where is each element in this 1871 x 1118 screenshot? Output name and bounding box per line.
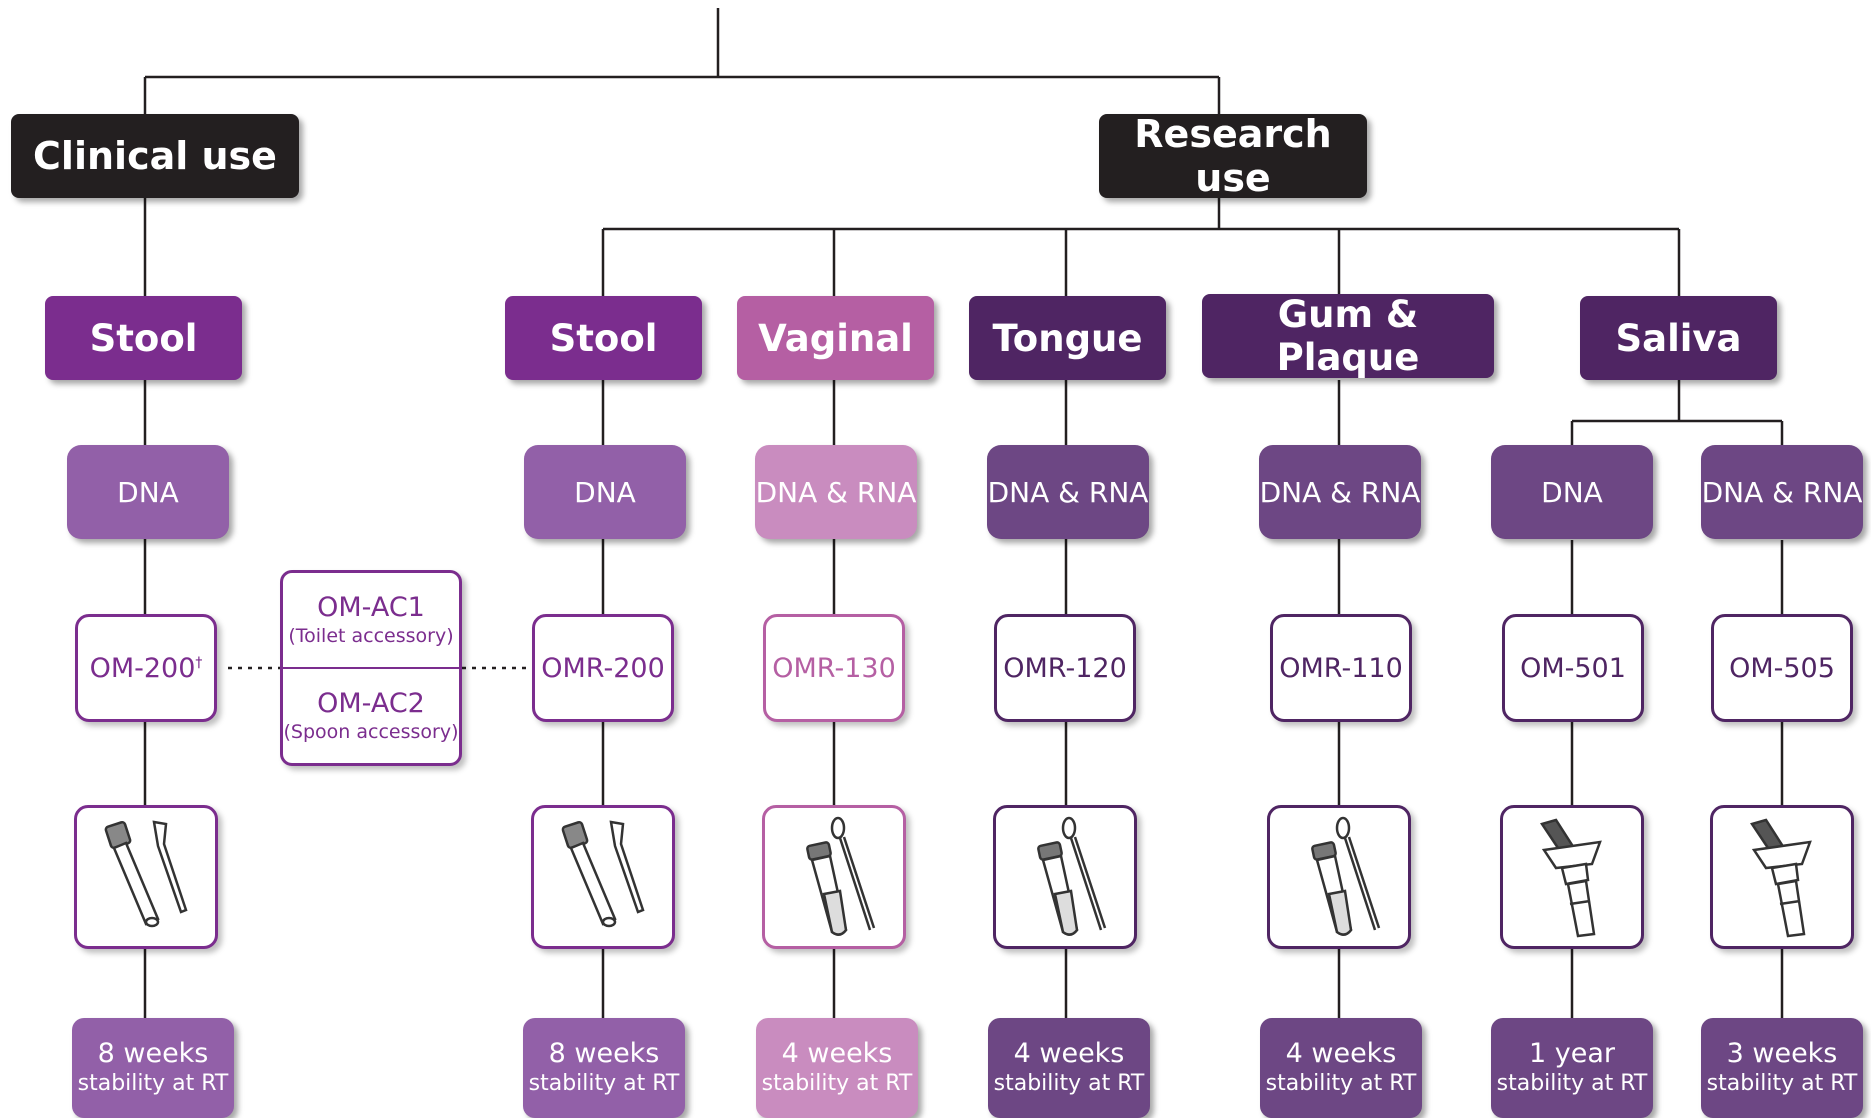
stool-tube-spatula-icon: [104, 820, 188, 928]
stability-note: stability at RT: [761, 1071, 913, 1096]
stability-note: stability at RT: [528, 1071, 680, 1096]
stability-duration: 3 weeks: [1726, 1038, 1838, 1069]
kit-omr-200: OMR-200: [532, 614, 674, 722]
accessory-ac2-code: OM-AC2: [317, 688, 425, 719]
device-saliva-dna-rna: [1710, 805, 1854, 949]
nucleic-saliva-dna: DNA: [1491, 445, 1653, 539]
nucleic-gum-plaque: DNA & RNA: [1259, 445, 1421, 539]
nucleic-saliva-dna-rna: DNA & RNA: [1701, 445, 1863, 539]
stability-duration: 8 weeks: [548, 1038, 660, 1069]
nucleic-vaginal: DNA & RNA: [755, 445, 917, 539]
stability-note: stability at RT: [1496, 1071, 1648, 1096]
kit-om-505: OM-505: [1711, 614, 1853, 722]
stool-tube-spatula-icon: [561, 820, 645, 928]
stability-research-stool: 8 weeks stability at RT: [523, 1018, 685, 1118]
category-research-stool: Stool: [505, 296, 702, 380]
stability-gum-plaque: 4 weeks stability at RT: [1260, 1018, 1422, 1118]
saliva-collector-icon: [1750, 818, 1812, 938]
saliva-collector-icon: [1540, 818, 1602, 938]
device-vaginal: [762, 805, 906, 949]
accessory-box: OM-AC1 (Toilet accessory) OM-AC2 (Spoon …: [280, 570, 462, 766]
research-use-header: Research use: [1099, 112, 1367, 200]
dagger-mark: †: [195, 654, 203, 671]
stability-saliva-dna-rna: 3 weeks stability at RT: [1701, 1018, 1863, 1118]
nucleic-tongue: DNA & RNA: [987, 445, 1149, 539]
kit-omr-110: OMR-110: [1270, 614, 1412, 722]
stability-duration: 1 year: [1529, 1038, 1615, 1069]
category-saliva: Saliva: [1580, 296, 1777, 380]
stability-tongue: 4 weeks stability at RT: [988, 1018, 1150, 1118]
accessory-ac2-note: (Spoon accessory): [283, 721, 459, 743]
stability-duration: 4 weeks: [781, 1038, 893, 1069]
stability-note: stability at RT: [1706, 1071, 1858, 1096]
swab-tube-icon: [1311, 816, 1381, 936]
kit-omr-120: OMR-120: [994, 614, 1136, 722]
stability-vaginal: 4 weeks stability at RT: [756, 1018, 918, 1118]
stability-duration: 8 weeks: [97, 1038, 209, 1069]
stability-saliva-dna: 1 year stability at RT: [1491, 1018, 1653, 1118]
accessory-divider: [283, 667, 459, 669]
swab-tube-icon: [1037, 816, 1107, 936]
stability-duration: 4 weeks: [1285, 1038, 1397, 1069]
stability-duration: 4 weeks: [1013, 1038, 1125, 1069]
category-gum-plaque: Gum & Plaque: [1202, 293, 1494, 379]
category-clinical-stool: Stool: [45, 296, 242, 380]
device-saliva-dna: [1500, 805, 1644, 949]
accessory-ac1-code: OM-AC1: [317, 592, 425, 623]
swab-tube-icon: [806, 816, 876, 936]
kit-om-200: OM-200†: [75, 614, 217, 722]
nucleic-research-stool: DNA: [524, 445, 686, 539]
device-research-stool: [531, 805, 675, 949]
kit-code: OM-200: [89, 652, 196, 684]
stability-note: stability at RT: [77, 1071, 229, 1096]
stability-clinical-stool: 8 weeks stability at RT: [72, 1018, 234, 1118]
stability-note: stability at RT: [1265, 1071, 1417, 1096]
category-vaginal: Vaginal: [737, 296, 934, 380]
category-tongue: Tongue: [969, 296, 1166, 380]
device-clinical-stool: [74, 805, 218, 949]
kit-omr-130: OMR-130: [763, 614, 905, 722]
kit-om-501: OM-501: [1502, 614, 1644, 722]
nucleic-clinical-stool: DNA: [67, 445, 229, 539]
stability-note: stability at RT: [993, 1071, 1145, 1096]
device-gum-plaque: [1267, 805, 1411, 949]
device-tongue: [993, 805, 1137, 949]
clinical-use-header: Clinical use: [11, 114, 299, 198]
accessory-ac1-note: (Toilet accessory): [288, 625, 454, 647]
